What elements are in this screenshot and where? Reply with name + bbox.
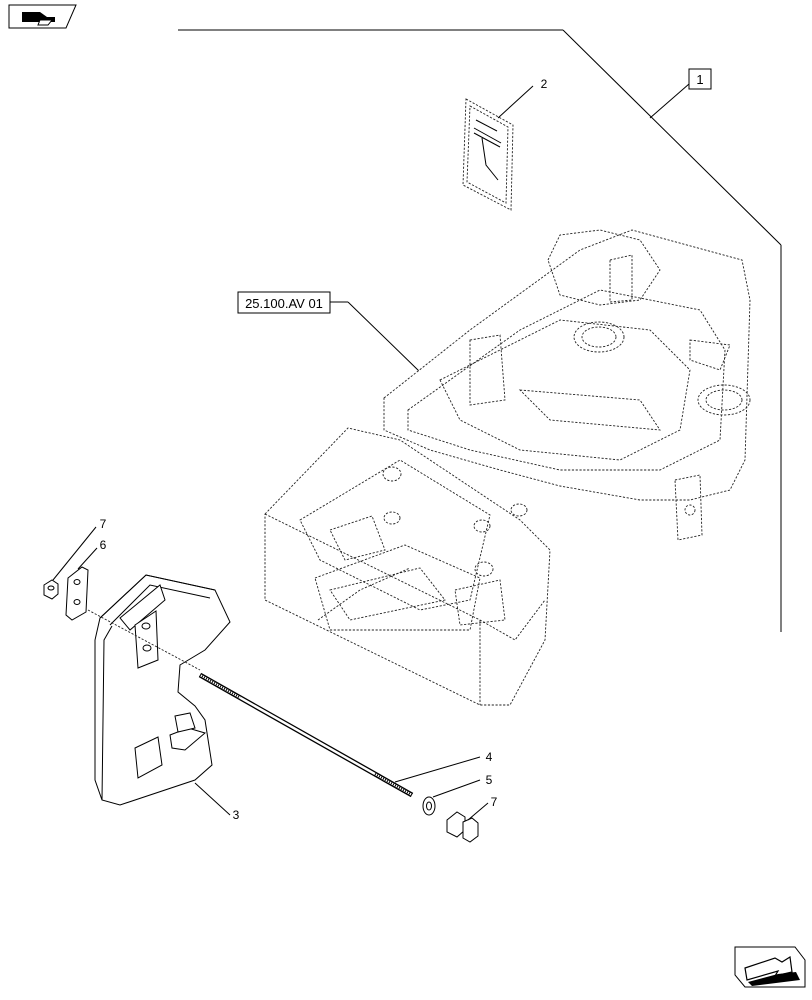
callout-1: 1: [688, 68, 712, 90]
svg-text:25.100.AV 01: 25.100.AV 01: [245, 296, 323, 311]
svg-text:5: 5: [486, 773, 493, 787]
svg-text:2: 2: [541, 77, 548, 91]
front-weight-carrier: [264, 427, 551, 706]
group-outline: [178, 29, 782, 632]
svg-text:3: 3: [233, 808, 240, 822]
svg-text:1: 1: [696, 72, 703, 87]
assembly-axis: [87, 609, 201, 671]
threaded-rod-4: 4: [198, 672, 493, 798]
nut-7-top: 7: [43, 517, 107, 600]
decal-2: 2: [462, 77, 548, 211]
plate-5: 6: [65, 538, 107, 621]
svg-text:7: 7: [491, 795, 498, 809]
counterweight-3: 3: [94, 574, 240, 822]
vehicle-front-icon[interactable]: [8, 4, 77, 29]
tractor-front-frame: [383, 229, 751, 541]
washer-6: 5: [422, 773, 493, 816]
svg-text:4: 4: [486, 750, 493, 764]
svg-text:7: 7: [100, 517, 107, 531]
svg-text:6: 6: [100, 538, 107, 552]
reference-label[interactable]: 25.100.AV 01: [237, 291, 421, 373]
next-page-arrow-icon[interactable]: [734, 946, 806, 988]
nut-7-bottom: 7: [446, 795, 498, 843]
